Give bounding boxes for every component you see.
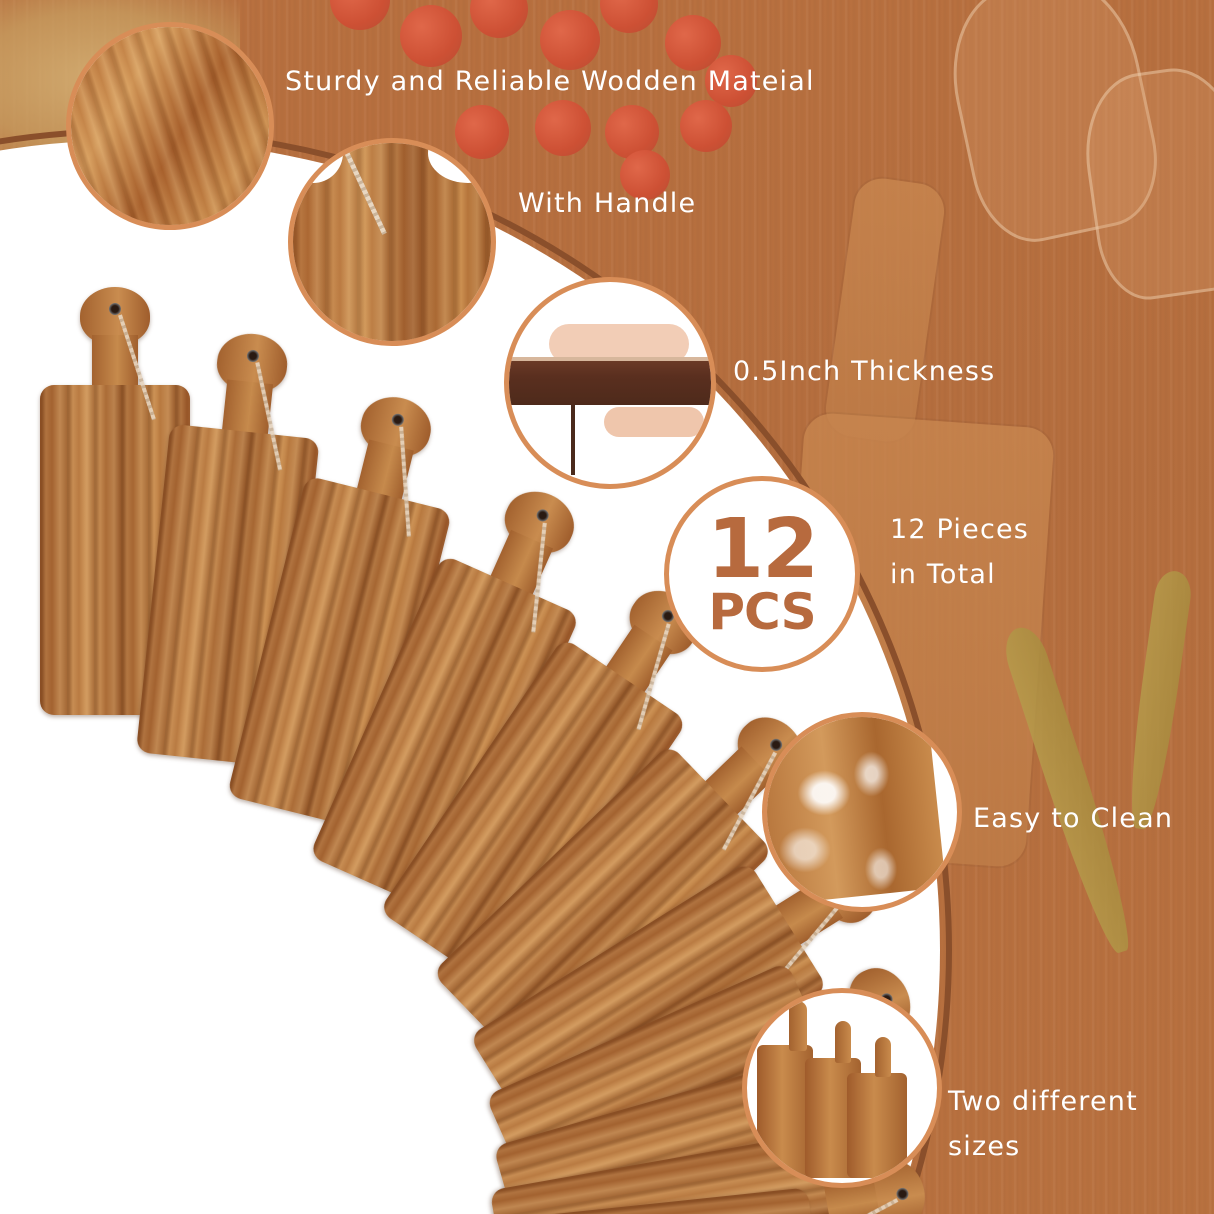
tomato-decoration	[680, 100, 732, 152]
handle-feature-image	[288, 138, 496, 346]
sizes-label-line-2: sizes	[948, 1130, 1021, 1162]
wood-grain-icon	[71, 27, 269, 225]
quantity-number: 12	[706, 502, 819, 598]
tomato-decoration	[705, 55, 757, 107]
material-feature-image	[66, 22, 274, 230]
quantity-label-line-1: 12 Pieces	[890, 514, 1030, 545]
clean-feature-image	[762, 712, 962, 912]
tomato-decoration	[620, 150, 670, 200]
quantity-feature-label: 12 Pieces in Total	[890, 508, 1029, 597]
sizes-feature-image	[742, 988, 942, 1188]
large-board-icon	[757, 1045, 813, 1180]
material-feature-label: Sturdy and Reliable Wodden Mateial	[285, 66, 815, 97]
small-board-icon	[847, 1073, 907, 1178]
board-edge-icon	[509, 357, 711, 405]
medium-board-handle-icon	[835, 1021, 851, 1063]
thickness-feature-label: 0.5Inch Thickness	[733, 356, 996, 387]
quantity-badge: 12 PCS	[664, 476, 860, 672]
large-board-handle-icon	[789, 1001, 807, 1051]
quantity-label-line-2: in Total	[890, 558, 996, 590]
tomato-decoration	[400, 5, 462, 67]
handle-feature-label: With Handle	[518, 188, 697, 219]
small-board-handle-icon	[875, 1037, 891, 1077]
tomato-decoration	[535, 100, 591, 156]
thickness-feature-image	[504, 277, 716, 489]
sizes-feature-label: Two different sizes	[948, 1080, 1138, 1169]
tomato-decoration	[540, 10, 600, 70]
clean-feature-label: Easy to Clean	[973, 803, 1174, 834]
stand-icon	[571, 405, 575, 475]
quantity-unit: PCS	[708, 583, 816, 642]
sizes-label-line-1: Two different	[948, 1086, 1138, 1117]
thumb-icon	[604, 407, 704, 437]
water-splash-icon	[767, 717, 957, 907]
